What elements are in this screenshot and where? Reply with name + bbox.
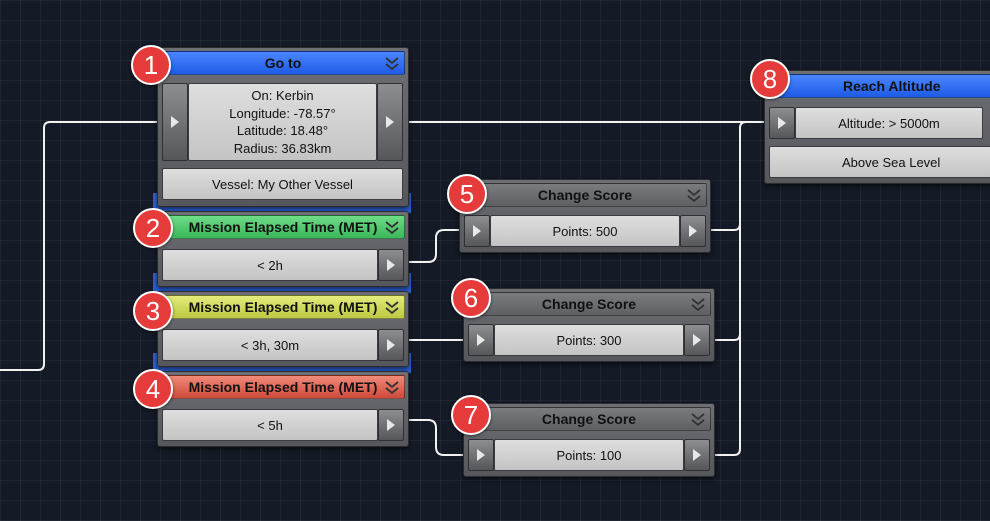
double-chevron-down-icon[interactable] [685,186,703,204]
met-green-value-field[interactable]: < 2h [162,249,378,281]
change-score-500-input-port[interactable] [464,215,490,247]
change-score-100-header[interactable]: Change Score [467,407,711,431]
change-score-500-output-port[interactable] [680,215,706,247]
met-node-red-title: Mission Elapsed Time (MET) [188,379,378,395]
wire-met2-to-score500 [405,229,463,263]
triangle-right-icon [387,419,395,431]
step-badge-3: 3 [133,291,173,331]
triangle-right-icon [387,259,395,271]
change-score-300-input-port[interactable] [468,324,494,356]
met-yellow-value: < 3h, 30m [240,337,300,353]
met-yellow-value-field[interactable]: < 3h, 30m [162,329,378,361]
double-chevron-down-icon[interactable] [689,410,707,428]
met-node-yellow-header[interactable]: Mission Elapsed Time (MET) [161,295,405,319]
triangle-right-icon [171,116,179,128]
goto-vessel-field[interactable]: Vessel: My Other Vessel [162,168,403,200]
change-score-300-output-port[interactable] [684,324,710,356]
change-score-500-title: Change Score [537,187,633,203]
goto-longitude-label: Longitude: -78.57° [229,105,336,121]
altitude-reference-field[interactable]: Above Sea Level [769,146,990,178]
goto-target-field[interactable]: On: Kerbin Longitude: -78.57° Latitude: … [188,83,377,161]
reach-altitude-input-port[interactable] [769,107,795,139]
triangle-right-icon [386,116,394,128]
reach-altitude-header[interactable]: Reach Altitude [768,74,990,98]
reach-altitude-node[interactable]: Reach Altitude Altitude: > 5000m Above S… [764,70,990,184]
double-chevron-down-icon[interactable] [383,54,401,72]
step-badge-2: 2 [133,208,173,248]
triangle-right-icon [689,225,697,237]
met-red-value: < 5h [257,417,283,433]
change-score-300-value: Points: 300 [556,332,622,348]
met-yellow-output-port[interactable] [378,329,404,361]
triangle-right-icon [693,334,701,346]
altitude-value: Altitude: > 5000m [838,115,940,131]
goto-latitude-label: Latitude: 18.48° [236,123,329,138]
altitude-field[interactable]: Altitude: > 5000m [795,107,983,139]
met-red-value-field[interactable]: < 5h [162,409,378,441]
change-score-100-value: Points: 100 [556,447,622,463]
change-score-500-header[interactable]: Change Score [463,183,707,207]
reach-altitude-title: Reach Altitude [843,78,941,94]
triangle-right-icon [473,225,481,237]
goto-input-port[interactable] [162,83,188,161]
step-badge-1: 1 [131,45,171,85]
step-badge-6: 6 [451,278,491,318]
met-node-green-header[interactable]: Mission Elapsed Time (MET) [161,215,405,239]
change-score-node-100[interactable]: Change Score Points: 100 [463,403,715,477]
change-score-500-field[interactable]: Points: 500 [490,215,680,247]
change-score-100-output-port[interactable] [684,439,710,471]
change-score-300-header[interactable]: Change Score [467,292,711,316]
met-node-red[interactable]: Mission Elapsed Time (MET) < 5h [157,371,409,447]
met-green-value: < 2h [257,257,283,273]
altitude-reference-value: Above Sea Level [842,154,941,170]
double-chevron-down-icon[interactable] [383,218,401,236]
met-node-red-header[interactable]: Mission Elapsed Time (MET) [161,375,405,399]
triangle-right-icon [778,117,786,129]
change-score-node-500[interactable]: Change Score Points: 500 [459,179,711,253]
change-score-500-value: Points: 500 [552,223,618,239]
double-chevron-down-icon[interactable] [689,295,707,313]
step-badge-5: 5 [447,174,487,214]
wire-entry-to-goto [0,121,161,371]
triangle-right-icon [387,339,395,351]
met-node-yellow-title: Mission Elapsed Time (MET) [188,299,378,315]
goto-output-port[interactable] [377,83,403,161]
step-badge-7: 7 [451,395,491,435]
change-score-100-title: Change Score [541,411,637,427]
goto-node-title: Go to [264,55,302,71]
wire-score300-to-altitude [714,128,741,341]
wire-met5-to-score100 [405,419,467,456]
goto-node[interactable]: Go to On: Kerbin Longitude: -78.57° Lati… [157,47,409,207]
triangle-right-icon [693,449,701,461]
met-node-green[interactable]: Mission Elapsed Time (MET) < 2h [157,211,409,287]
change-score-node-300[interactable]: Change Score Points: 300 [463,288,715,362]
step-badge-4: 4 [133,369,173,409]
met-red-output-port[interactable] [378,409,404,441]
change-score-300-field[interactable]: Points: 300 [494,324,684,356]
double-chevron-down-icon[interactable] [383,378,401,396]
met-green-output-port[interactable] [378,249,404,281]
met-node-green-title: Mission Elapsed Time (MET) [188,219,378,235]
step-badge-8: 8 [750,59,790,99]
change-score-100-input-port[interactable] [468,439,494,471]
goto-body-label: On: Kerbin [251,88,314,103]
double-chevron-down-icon[interactable] [383,298,401,316]
met-node-yellow[interactable]: Mission Elapsed Time (MET) < 3h, 30m [157,291,409,367]
triangle-right-icon [477,334,485,346]
goto-radius-label: Radius: 36.83km [233,140,332,156]
goto-node-header[interactable]: Go to [161,51,405,75]
goto-vessel-label: Vessel: My Other Vessel [212,176,353,192]
change-score-300-title: Change Score [541,296,637,312]
change-score-100-field[interactable]: Points: 100 [494,439,684,471]
triangle-right-icon [477,449,485,461]
wire-score100-to-altitude [714,128,741,456]
